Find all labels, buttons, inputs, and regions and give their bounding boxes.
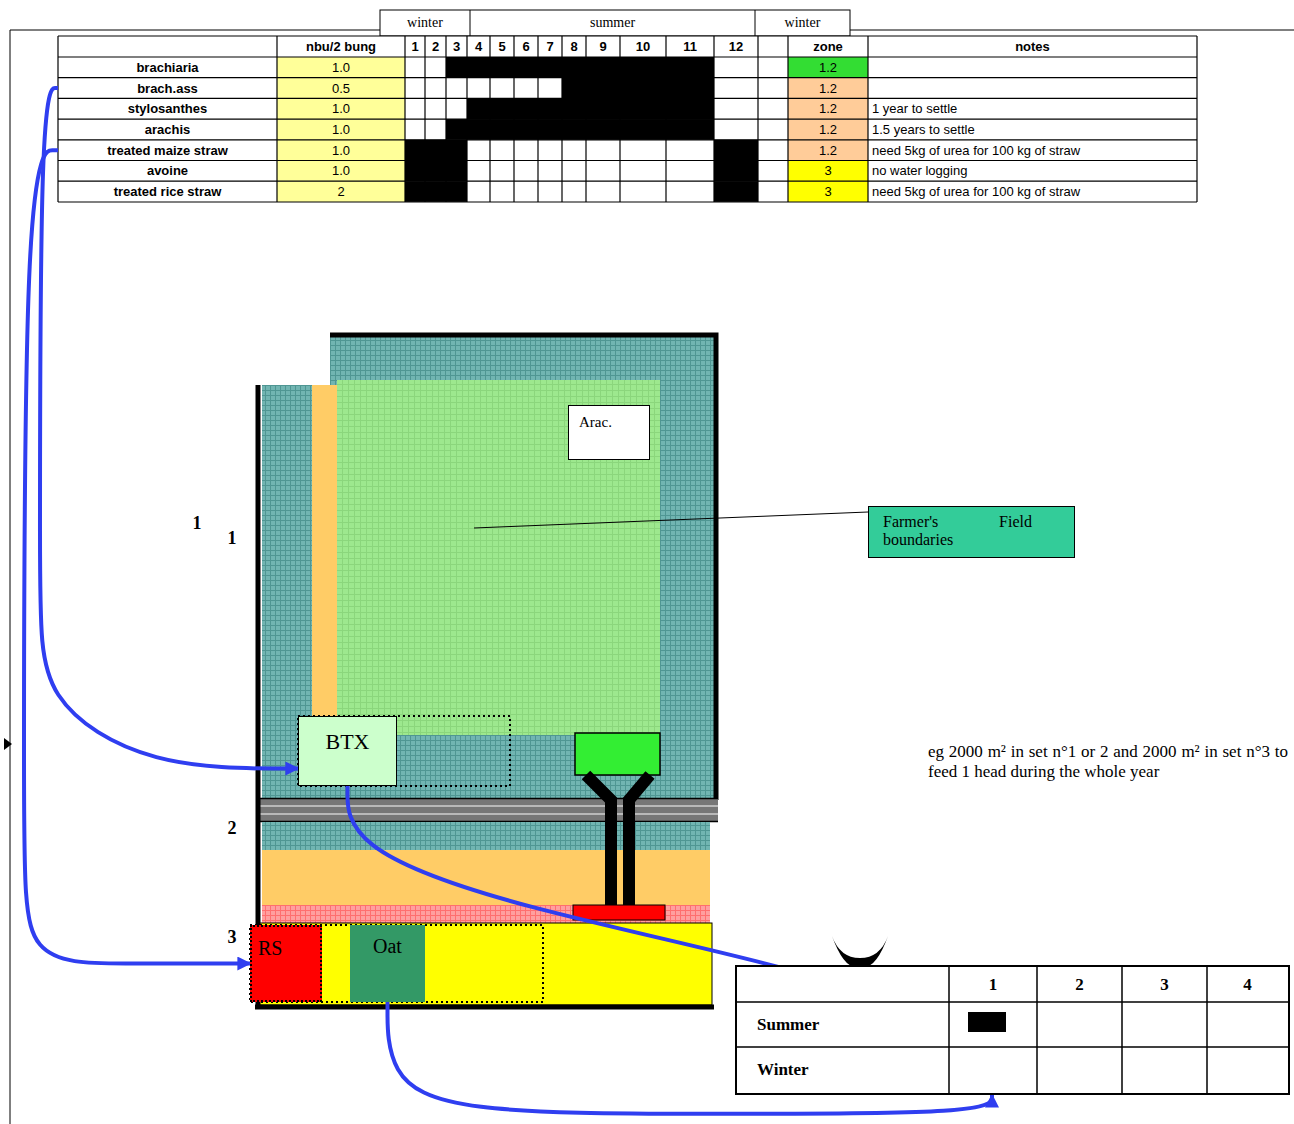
nbu-value: 1.0 [277, 140, 405, 161]
zone-number: 1 [186, 508, 208, 538]
node-label: Arac. [579, 414, 639, 431]
zone-value: 3 [788, 161, 868, 182]
zone-number: 3 [221, 922, 243, 952]
note-cell: need 5kg of urea for 100 kg of straw [868, 140, 1197, 161]
node-label: treated rice straw [114, 184, 222, 199]
forage-row-label: arachis [58, 119, 277, 140]
note-text: eg 2000 m² in set n°1 or 2 and 2000 m² i… [928, 742, 1288, 783]
zone-value: 1.2 [788, 140, 868, 161]
month-header: 7 [538, 36, 562, 57]
nbu-value: 1.0 [277, 161, 405, 182]
table-grid [737, 967, 1288, 1093]
forage-row-label: brachiaria [58, 57, 277, 78]
season-label: winter [380, 10, 470, 36]
plot-box: Oat [350, 925, 425, 1002]
feeding-table: 1234SummerWinter [735, 965, 1290, 1095]
nbu-value: 0.5 [277, 78, 405, 99]
season-label: summer [470, 10, 755, 36]
node-label: brachiaria [136, 60, 198, 75]
node-label: arachis [145, 122, 191, 137]
month-header: 1 [405, 36, 425, 57]
nbu-value: 1.0 [277, 98, 405, 119]
forage-row-label: treated maize straw [58, 140, 277, 161]
zone-value: 1.2 [788, 57, 868, 78]
forage-row-label: treated rice straw [58, 181, 277, 202]
flow-arrow [24, 150, 250, 963]
node-label: treated maize straw [107, 143, 228, 158]
note-cell: 1.5 years to settle [868, 119, 1197, 140]
node-label: Oat [356, 935, 419, 958]
zone-value: 1.2 [788, 98, 868, 119]
zone-value: 3 [788, 181, 868, 202]
nbu-value: 1.0 [277, 119, 405, 140]
column-number: 4 [1207, 967, 1288, 1002]
note-cell: need 5kg of urea for 100 kg of straw [868, 181, 1197, 202]
column-number: 2 [1037, 967, 1122, 1002]
column-number: 3 [1122, 967, 1207, 1002]
month-header: 2 [425, 36, 446, 57]
forage-calendar-grid [58, 36, 1197, 202]
month-header: 12 [714, 36, 758, 57]
month-header: 4 [467, 36, 490, 57]
plot-box: BTX [298, 716, 397, 786]
note-cell: 1 year to settle [868, 98, 1197, 119]
node-label: RS [258, 937, 314, 960]
plot-box: RS [250, 925, 322, 1002]
zone-number: 2 [221, 813, 243, 843]
frame [4, 10, 1294, 1124]
flow-arrow [40, 88, 298, 768]
node-label: avoine [147, 163, 188, 178]
cow-head-icon [832, 936, 888, 967]
month-header: 6 [514, 36, 538, 57]
forage-row-label: avoine [58, 161, 277, 182]
month-header: 11 [666, 36, 714, 57]
node-label: brach.ass [137, 81, 198, 96]
zone-value: 1.2 [788, 119, 868, 140]
column-header: zone [788, 36, 868, 57]
column-number: 1 [949, 967, 1037, 1002]
node-label: Farmer's Field boundaries [883, 513, 1032, 549]
zone-value: 1.2 [788, 78, 868, 99]
node-label: BTX [307, 729, 388, 755]
month-header: 9 [586, 36, 620, 57]
farm-plan [250, 335, 868, 1009]
zone-number: 1 [221, 523, 243, 553]
season-row-label: Winter [737, 1047, 949, 1093]
season-label: winter [755, 10, 850, 36]
plot-box: Arac. [568, 405, 650, 460]
month-header: 8 [562, 36, 586, 57]
note-cell: no water logging [868, 161, 1197, 182]
node-label: stylosanthes [128, 101, 207, 116]
callout-box: Farmer's Field boundaries [868, 506, 1075, 558]
month-header: 5 [490, 36, 514, 57]
nbu-value: 2 [277, 181, 405, 202]
nbu-value: 1.0 [277, 57, 405, 78]
month-header: 10 [620, 36, 666, 57]
column-header: nbu/2 bung [277, 36, 405, 57]
season-row-label: Summer [737, 1002, 949, 1047]
column-header: notes [868, 36, 1197, 57]
month-header: 3 [446, 36, 467, 57]
forage-row-label: brach.ass [58, 78, 277, 99]
forage-row-label: stylosanthes [58, 98, 277, 119]
